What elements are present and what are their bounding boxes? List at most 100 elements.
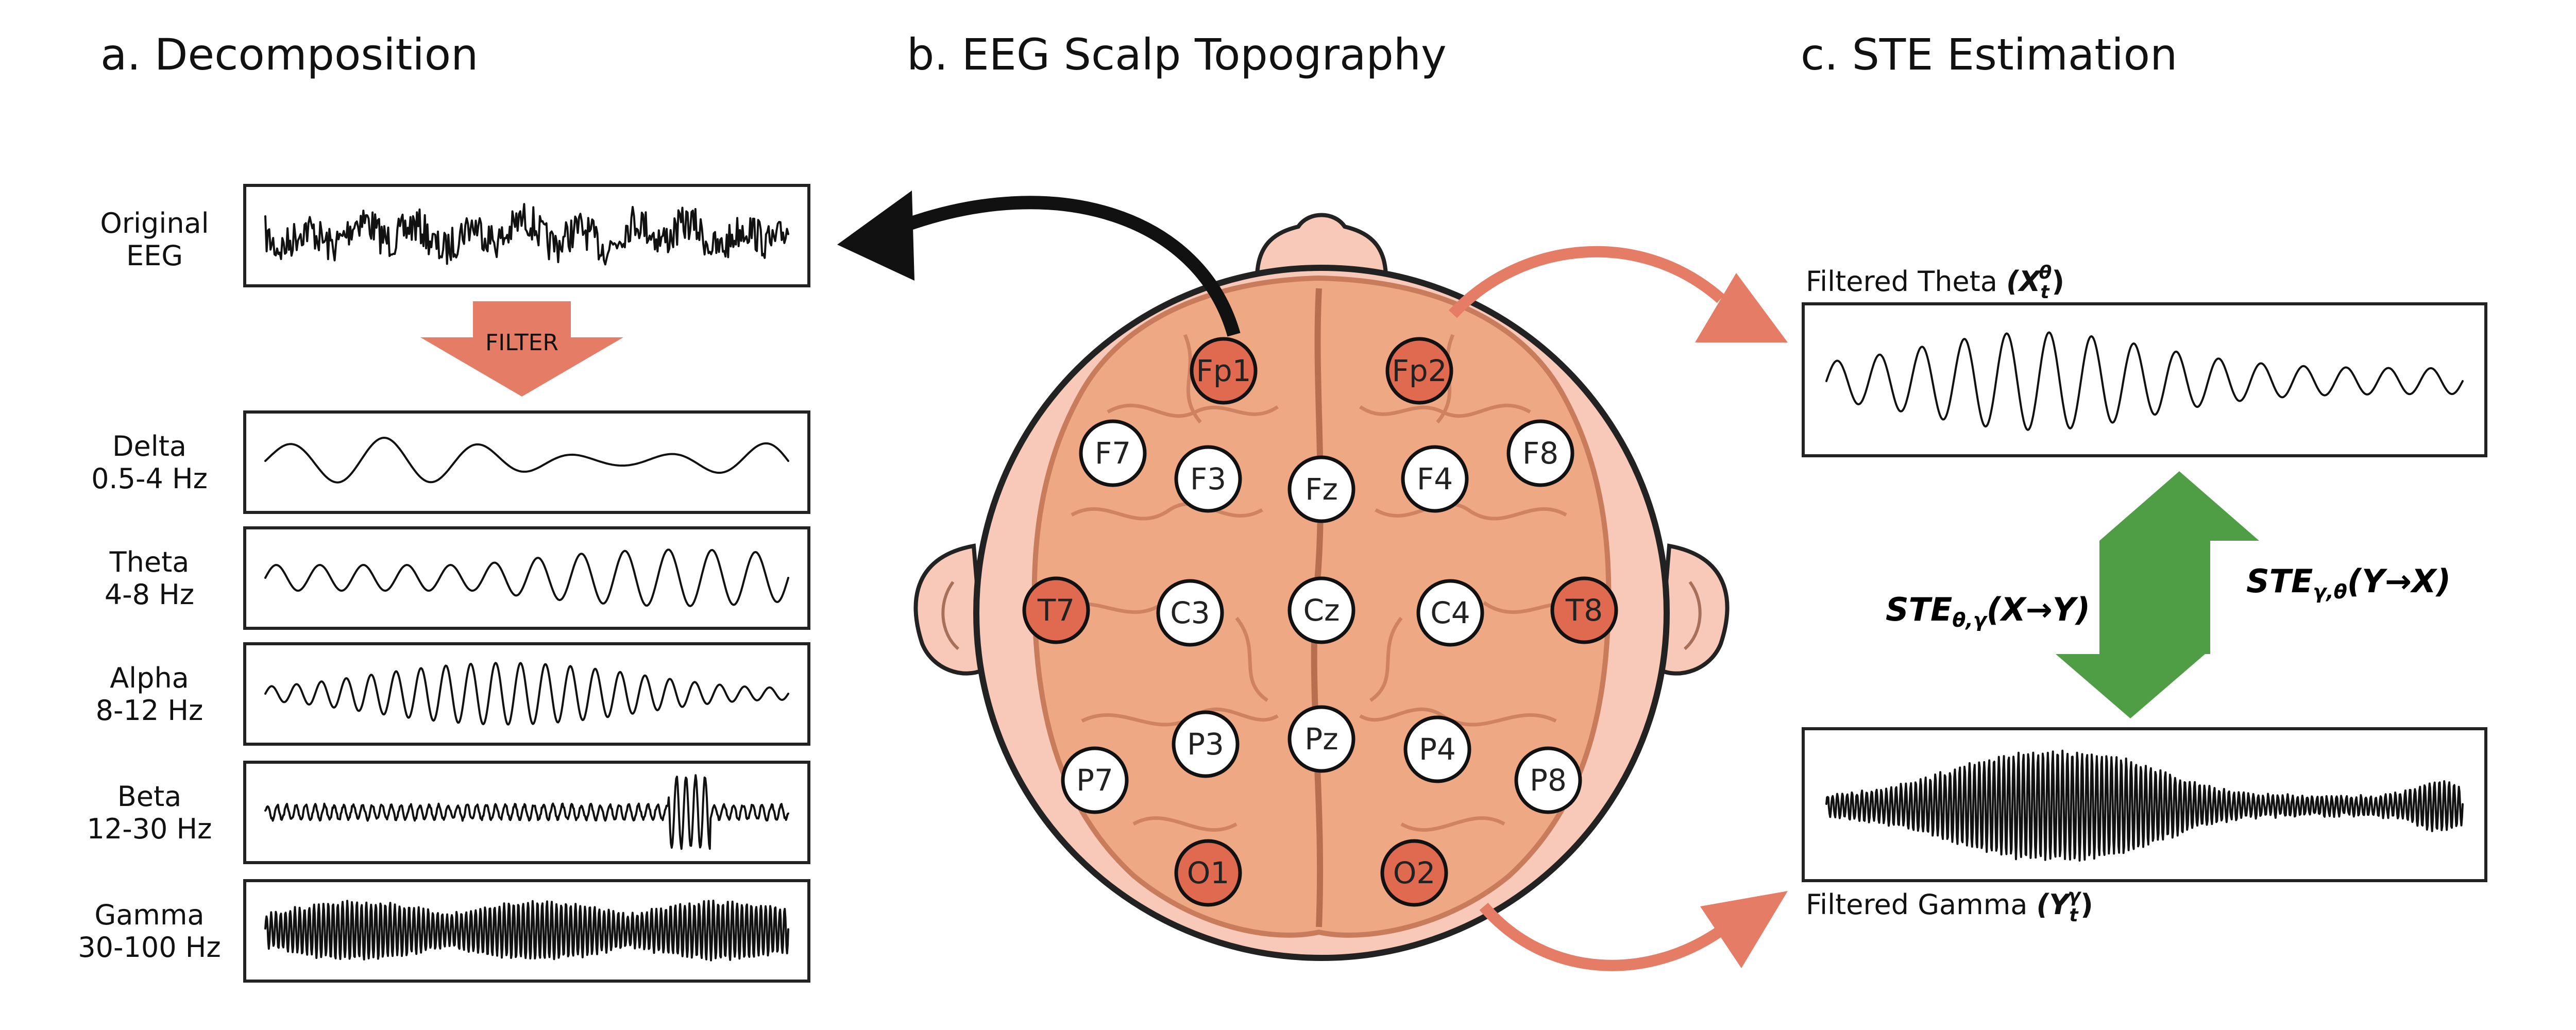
electrode-p7: P7 — [1061, 746, 1129, 814]
electrode-f4: F4 — [1401, 445, 1469, 513]
salmon-arrow-top-curve — [1448, 246, 1725, 318]
black-arrow-head — [837, 191, 914, 281]
electrode-o1: O1 — [1174, 839, 1242, 907]
ste-theta-gamma-label: STEθ,γ(X→Y) — [1886, 591, 2090, 631]
band-range-delta: 0.5-4 Hz — [91, 462, 208, 495]
electrode-label: Fp1 — [1196, 353, 1251, 388]
electrode-circle — [1416, 579, 1484, 647]
electrode-label: Pz — [1304, 722, 1338, 757]
right-ear — [1656, 543, 1730, 676]
green-arrow-down — [2056, 541, 2205, 718]
band-trace-alpha — [264, 662, 789, 726]
filtered-theta-trace — [1825, 331, 2464, 431]
electrode-c4: C4 — [1416, 579, 1484, 647]
electrode-label: T8 — [1565, 593, 1603, 628]
original-eeg-label-line1: Original — [100, 207, 209, 239]
band-name-beta: Beta — [117, 780, 182, 813]
band-trace-delta — [264, 437, 789, 484]
panel-title-ste: c. STE Estimation — [1801, 29, 2177, 80]
band-trace-gamma — [264, 899, 789, 962]
filter-label: FILTER — [485, 330, 558, 356]
electrode-circle — [1403, 715, 1471, 783]
panel-title-decomposition: a. Decomposition — [100, 29, 478, 80]
electrode-label: P3 — [1187, 727, 1224, 762]
electrode-circle — [1506, 419, 1574, 487]
electrode-circle — [1061, 746, 1129, 814]
electrode-fp1: Fp1 — [1190, 337, 1258, 405]
band-box-delta — [243, 410, 810, 514]
left-ear — [913, 543, 987, 676]
electrode-fp2: Fp2 — [1385, 337, 1453, 405]
electrode-circle — [1514, 746, 1582, 814]
electrode-label: T7 — [1037, 593, 1075, 628]
green-arrow-up — [2099, 471, 2259, 654]
salmon-arrow-bottom-head — [1700, 891, 1788, 968]
electrode-label: P7 — [1076, 763, 1113, 798]
electrode-pz: Pz — [1287, 705, 1355, 773]
electrode-circle — [1380, 839, 1448, 907]
nose — [1255, 213, 1388, 280]
electrode-label: C4 — [1430, 595, 1470, 630]
band-name-delta: Delta — [112, 430, 187, 462]
electrode-o2: O2 — [1380, 839, 1448, 907]
electrode-label: P8 — [1530, 763, 1567, 798]
electrode-label: F8 — [1522, 436, 1558, 471]
electrode-label: F4 — [1417, 461, 1453, 496]
electrode-label: Fz — [1305, 472, 1338, 507]
ste-panel: Filtered Theta (Xtθ) Filtered Gamma (Ytγ… — [1802, 262, 2487, 926]
salmon-arrow-top-head — [1695, 273, 1788, 342]
electrode-label: C3 — [1170, 595, 1210, 630]
electrode-label: P4 — [1419, 732, 1456, 767]
band-range-beta: 12-30 Hz — [87, 813, 212, 845]
electrode-circle — [1022, 576, 1090, 644]
electrode-t7: T7 — [1022, 576, 1090, 644]
black-arrow-curve — [899, 196, 1241, 337]
original-eeg-trace — [264, 203, 789, 266]
electrode-circle — [1287, 455, 1355, 523]
electrode-label: O1 — [1187, 855, 1230, 890]
band-range-gamma: 30-100 Hz — [78, 931, 221, 964]
filtered-gamma-label: Filtered Gamma (Ytγ) — [1806, 885, 2093, 926]
electrode-circle — [1079, 419, 1147, 487]
electrode-circle — [1174, 839, 1242, 907]
electrode-fz: Fz — [1287, 455, 1355, 523]
filtered-theta-label: Filtered Theta (Xtθ) — [1806, 262, 2064, 303]
band-name-theta: Theta — [109, 546, 190, 578]
electrode-label: O2 — [1393, 855, 1436, 890]
electrode-f3: F3 — [1174, 445, 1242, 513]
electrode-p4: P4 — [1403, 715, 1471, 783]
electrode-circle — [1287, 576, 1355, 644]
original-eeg-label-line2: EEG — [126, 239, 183, 272]
electrode-circle — [1550, 576, 1618, 644]
filter-arrow: FILTER — [420, 301, 623, 397]
electrode-circle — [1287, 705, 1355, 773]
salmon-arrow-bottom-curve — [1479, 902, 1730, 971]
electrode-circle — [1172, 710, 1240, 778]
electrode-label: F3 — [1190, 461, 1226, 496]
band-name-alpha: Alpha — [110, 662, 189, 694]
electrode-circle — [1385, 337, 1453, 405]
panel-title-topography: b. EEG Scalp Topography — [907, 29, 1447, 80]
band-range-theta: 4-8 Hz — [105, 578, 194, 611]
electrode-t8: T8 — [1550, 576, 1618, 644]
band-trace-beta — [264, 774, 789, 850]
electrode-circle — [1190, 337, 1258, 405]
electrode-label: Fp2 — [1392, 353, 1447, 388]
electrode-label: F7 — [1095, 436, 1131, 471]
electrode-circle — [1174, 445, 1242, 513]
band-range-alpha: 8-12 Hz — [96, 694, 204, 727]
electrode-circle — [1401, 445, 1469, 513]
electrode-p3: P3 — [1172, 710, 1240, 778]
filtered-gamma-trace — [1825, 749, 2464, 862]
band-trace-theta — [264, 548, 789, 607]
electrode-c3: C3 — [1156, 579, 1224, 647]
